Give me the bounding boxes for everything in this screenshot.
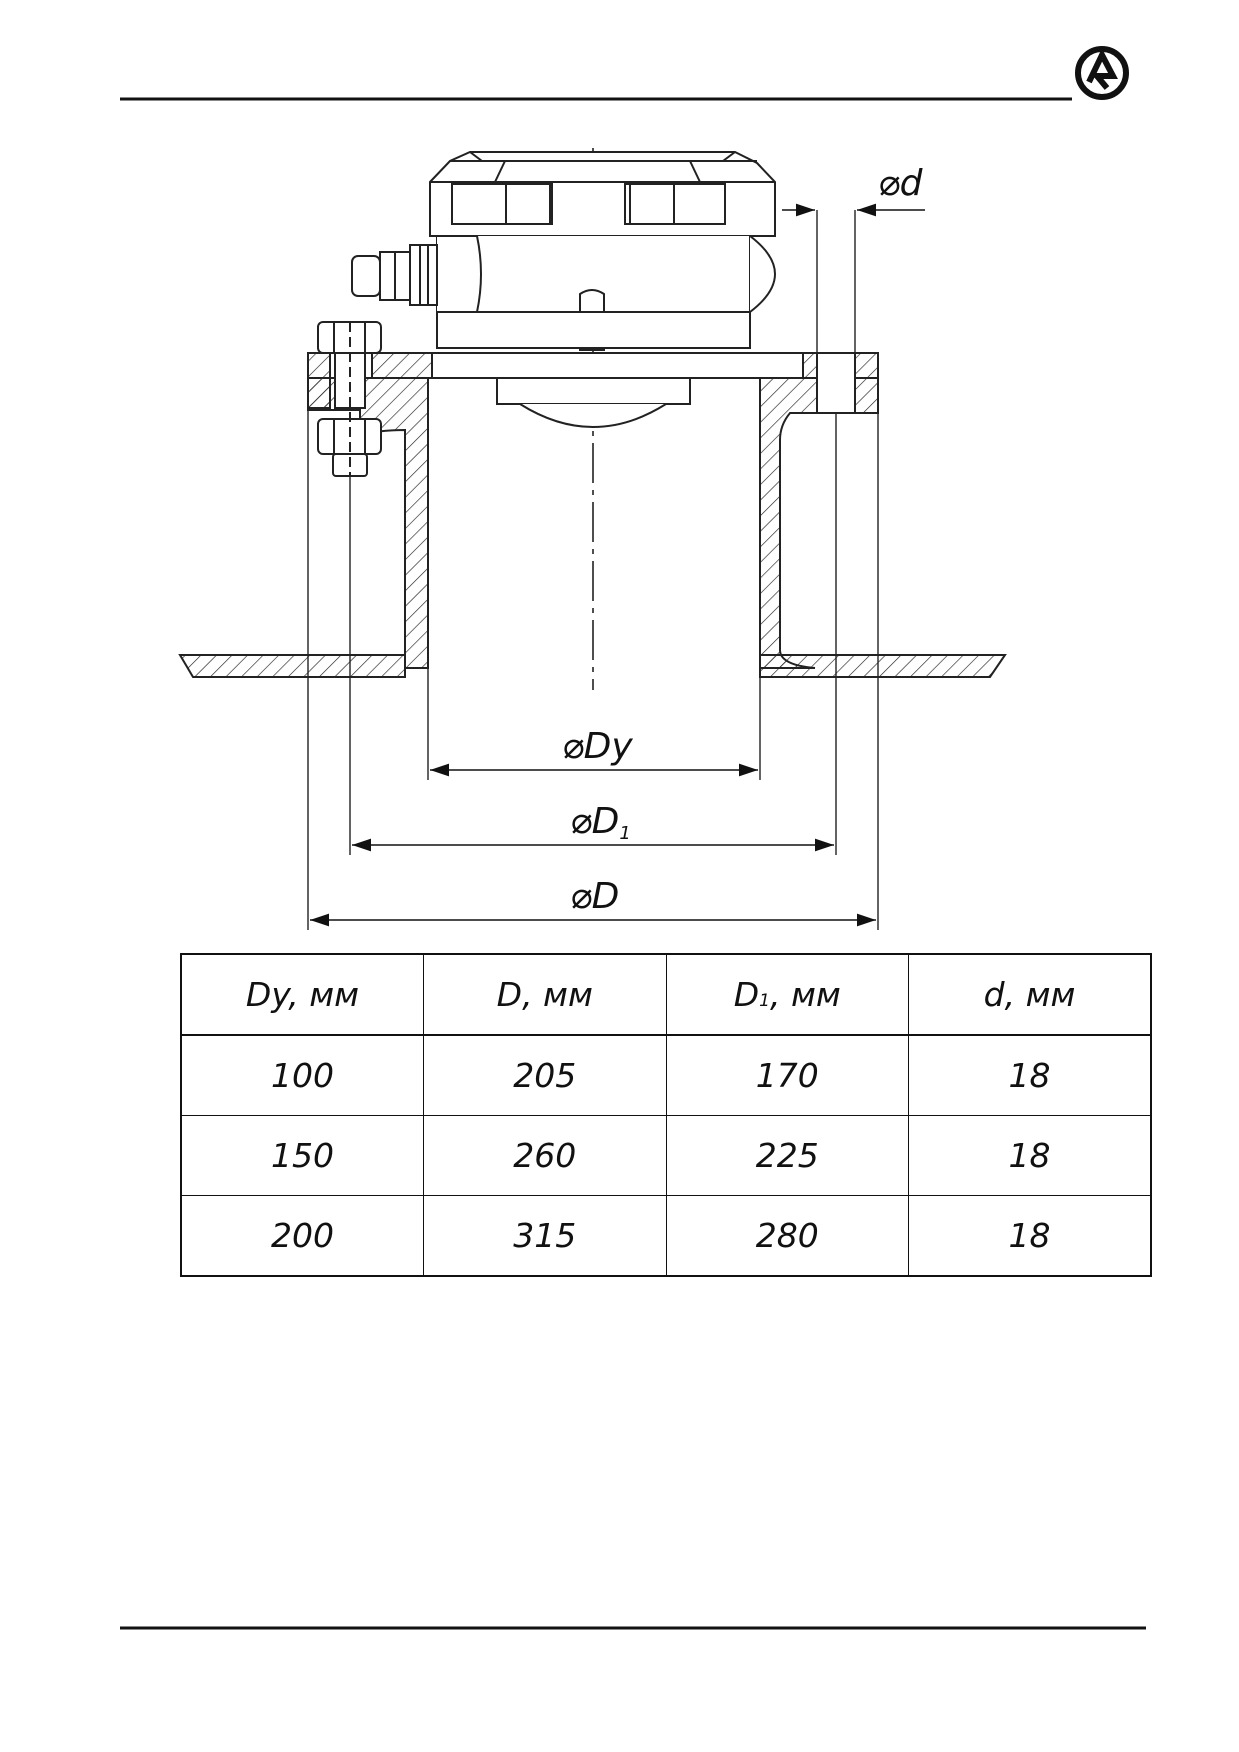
cell-D: 315 — [423, 1195, 667, 1277]
cell-d: 18 — [908, 1195, 1152, 1277]
sensor-bottom — [496, 377, 691, 428]
cell-Dy: 100 — [180, 1034, 424, 1116]
dimension-lines — [310, 203, 925, 927]
cell-D: 260 — [423, 1115, 667, 1196]
table-row: 200 315 280 18 — [180, 1195, 1152, 1277]
table-header-row: Dy, мм D, мм D1, мм d, мм — [180, 953, 1152, 1036]
cable-gland — [351, 244, 438, 306]
dim-label-Dy: ⌀Dy — [562, 726, 633, 767]
dim-label-D1-main: ⌀D — [570, 801, 619, 842]
cell-Dy: 150 — [180, 1115, 424, 1196]
cell-D1: 170 — [665, 1034, 909, 1116]
company-logo-icon — [1075, 46, 1129, 100]
header-cell-d: d, мм — [908, 953, 1152, 1036]
cell-d: 18 — [908, 1115, 1152, 1196]
transmitter-housing — [429, 151, 776, 351]
cell-D: 205 — [423, 1034, 667, 1116]
bolt-assembly — [317, 321, 382, 477]
extension-lines — [307, 210, 879, 930]
table-row: 150 260 225 18 — [180, 1115, 1152, 1196]
dim-label-D1-sub: 1 — [619, 823, 630, 844]
cell-D1: 280 — [665, 1195, 909, 1277]
dim-label-D1: ⌀D1 — [570, 801, 631, 844]
cell-D1: 225 — [665, 1115, 909, 1196]
dim-label-d: ⌀d — [878, 163, 924, 204]
header-cell-D1: D1, мм — [665, 953, 909, 1036]
header-cell-D: D, мм — [423, 953, 667, 1036]
dim-label-D: ⌀D — [570, 876, 619, 917]
header-cell-Dy: Dy, мм — [180, 953, 424, 1036]
cell-d: 18 — [908, 1034, 1152, 1116]
cell-Dy: 200 — [180, 1195, 424, 1277]
tank-wall — [178, 654, 1007, 678]
table-row: 100 205 170 18 — [180, 1034, 1152, 1116]
dimensions-table: Dy, мм D, мм D1, мм d, мм 100 205 170 18… — [180, 953, 1152, 1277]
